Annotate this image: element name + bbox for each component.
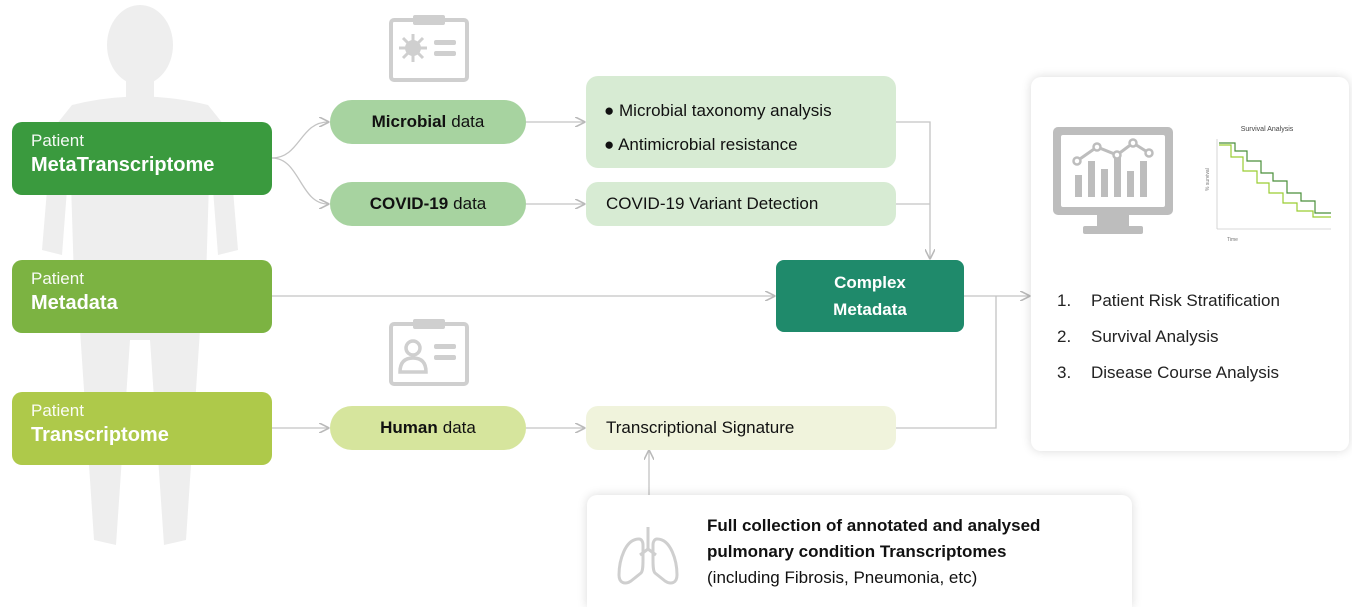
microbial-data-pill: Microbial data	[330, 100, 526, 144]
collection-line1: Full collection of annotated and analyse…	[707, 516, 1041, 535]
result-text: Transcriptional Signature	[606, 418, 795, 437]
outcome-number: 2.	[1057, 327, 1072, 346]
pill-rest: data	[451, 112, 485, 131]
human-results-box: Transcriptional Signature	[586, 406, 896, 450]
patient-type: MetaTranscriptome	[31, 154, 215, 176]
patient-metatranscriptome-box: Patient MetaTranscriptome	[12, 122, 272, 195]
outcome-list: 1. Patient Risk Stratification 2. Survival…	[1057, 291, 1280, 399]
lungs-icon	[617, 527, 679, 585]
complex-metadata-box: Complex Metadata	[776, 260, 964, 332]
outcome-item: 2. Survival Analysis	[1057, 327, 1280, 363]
covid-data-pill: COVID-19 data	[330, 182, 526, 226]
outcome-item: 3. Disease Course Analysis	[1057, 363, 1280, 399]
id-card-clipboard-icon	[389, 319, 469, 386]
outcome-card: Survival Analysis % survival Time 1. Pati…	[1031, 77, 1349, 451]
survival-chart-title: Survival Analysis	[1241, 126, 1294, 133]
patient-transcriptome-box: Patient Transcriptome	[12, 392, 272, 465]
outcome-number: 3.	[1057, 363, 1072, 382]
covid-results-box: COVID-19 Variant Detection	[586, 182, 896, 226]
complex-line2: Metadata	[833, 300, 907, 319]
result-text: COVID-19 Variant Detection	[606, 194, 819, 213]
pill-bold: Human	[380, 418, 438, 437]
patient-label: Patient	[31, 401, 84, 420]
result-item: ● Antimicrobial resistance	[604, 135, 798, 154]
result-item-text: Microbial taxonomy analysis	[619, 101, 832, 120]
virus-clipboard-icon	[389, 15, 469, 82]
survival-chart-ylabel: % survival	[1205, 168, 1211, 191]
complex-line1: Complex	[834, 273, 906, 292]
pill-bold: COVID-19	[369, 194, 449, 213]
pill-rest: data	[453, 194, 487, 213]
pill-rest: data	[442, 418, 476, 437]
patient-type: Transcriptome	[31, 424, 169, 446]
collection-text: Full collection of annotated and analyse…	[707, 513, 1040, 591]
collection-line3: (including Fibrosis, Pneumonia, etc)	[707, 568, 978, 587]
patient-label: Patient	[31, 131, 84, 150]
result-item: ● Microbial taxonomy analysis	[604, 101, 832, 120]
pill-bold: Microbial	[371, 112, 447, 131]
result-item-text: Antimicrobial resistance	[618, 135, 798, 154]
outcome-label: Disease Course Analysis	[1091, 363, 1280, 382]
outcome-number: 1.	[1057, 291, 1072, 310]
transcriptome-collection-card: Full collection of annotated and analyse…	[587, 495, 1132, 607]
microbial-results-box: ● Microbial taxonomy analysis ● Antimicr…	[586, 76, 896, 168]
outcome-label: Patient Risk Stratification	[1091, 291, 1280, 310]
outcome-label: Survival Analysis	[1091, 327, 1219, 346]
monitor-chart-icon	[1053, 127, 1173, 234]
survival-analysis-chart: Survival Analysis % survival Time	[1205, 126, 1331, 243]
outcome-item: 1. Patient Risk Stratification	[1057, 291, 1280, 327]
human-data-pill: Human data	[330, 406, 526, 450]
patient-metadata-box: Patient Metadata	[12, 260, 272, 333]
collection-line2: pulmonary condition Transcriptomes	[707, 542, 1007, 561]
patient-label: Patient	[31, 269, 84, 288]
survival-chart-xlabel: Time	[1227, 237, 1238, 243]
patient-type: Metadata	[31, 292, 118, 314]
